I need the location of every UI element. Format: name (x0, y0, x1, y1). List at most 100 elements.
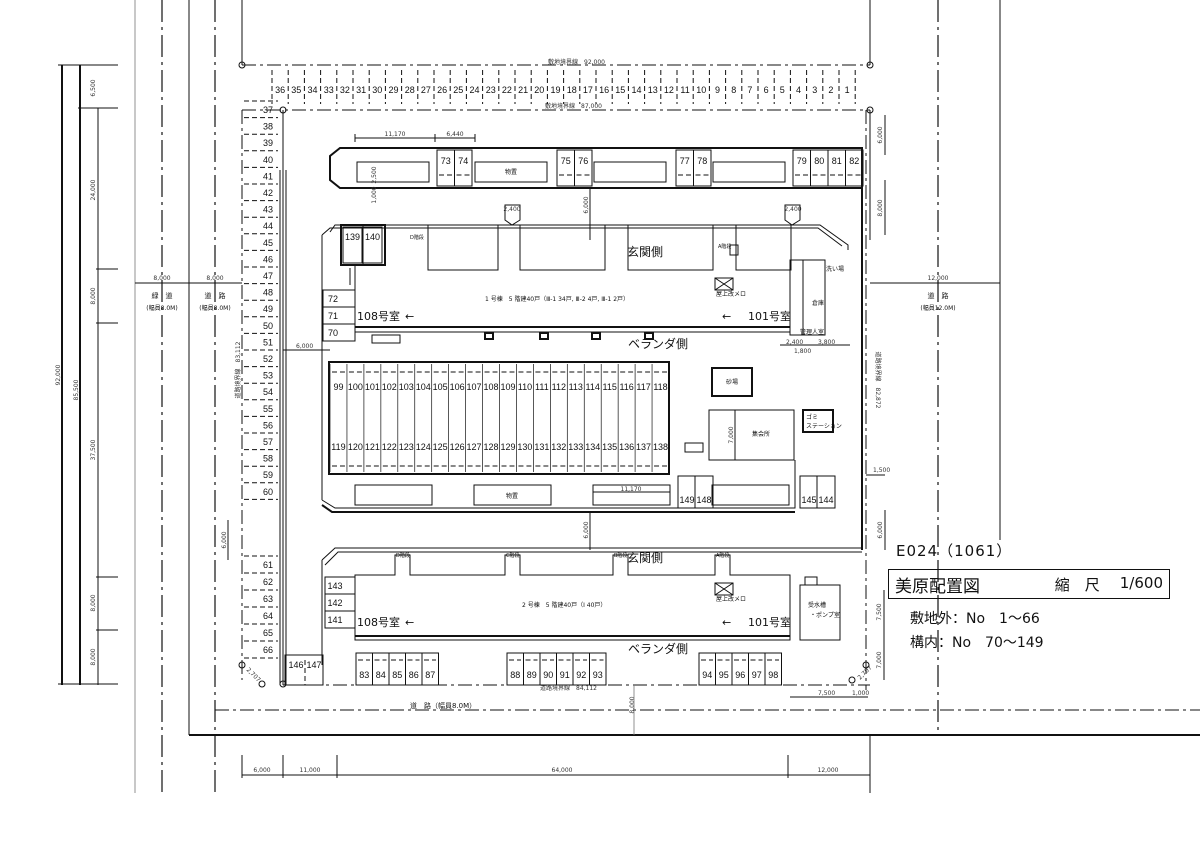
parking-space-number: 73 (441, 156, 451, 166)
parking-space-number: 26 (437, 85, 447, 95)
parking-space-number: 42 (263, 188, 273, 198)
road-label-green: 緑 道 (152, 291, 173, 300)
boundary-bottom-label: 道路境界線 84,112 (540, 684, 597, 692)
parking-space-number: 82 (849, 156, 859, 166)
top-parking-row (329, 134, 863, 189)
parking-space-number: 57 (263, 437, 273, 447)
parking-space-number: 112 (552, 382, 566, 392)
parking-space-number: 104 (416, 382, 431, 392)
dim-left-f: 8,000 (90, 648, 97, 665)
dim-left-b: 24,000 (90, 179, 97, 200)
parking-space-number: 14 (631, 85, 641, 95)
dim-3800: 3,800 (818, 339, 835, 346)
parking-space-number: 114 (586, 382, 600, 392)
parking-space-number: 58 (263, 454, 273, 464)
scale-label: 縮 尺 (1054, 575, 1100, 594)
dim-7000: 7,000 (728, 426, 735, 443)
parking-space-number: 37 (263, 105, 273, 115)
parking-space-number: 84 (376, 670, 386, 680)
parking-space-number: 138 (653, 442, 668, 452)
building2-description: 2 号棟 5 階建40戸（Ⅰ 40戸） (522, 601, 606, 609)
left-roads (134, 0, 242, 793)
parking-space-number: 102 (382, 382, 397, 392)
parking-space-number: 92 (576, 670, 586, 680)
parking-space-number: 128 (484, 442, 499, 452)
dim-2400-c: 2,400 (786, 339, 803, 346)
parking-space-number: 106 (450, 382, 465, 392)
parking-space-number: 90 (543, 670, 553, 680)
parking-space-number: 110 (518, 382, 532, 392)
parking-space-number: 144 (818, 495, 833, 505)
parking-outside-left: 3738394041424344454647484950515253545556… (244, 100, 278, 500)
legend-outside: 敷地外：No 1〜66 (910, 611, 1040, 627)
parking-space-number: 118 (653, 382, 667, 392)
parking-space-number: 28 (405, 85, 415, 95)
parking-space-number: 135 (602, 442, 617, 452)
parking-space-number: 85 (392, 670, 402, 680)
dim-left-sub: 85,500 (73, 379, 80, 400)
dim-2400-b: 2,400 (784, 206, 801, 213)
parking-space-number: 100 (348, 382, 363, 392)
site-boundary (189, 0, 1200, 793)
parking-space-number: 12 (664, 85, 674, 95)
parking-space-number: 98 (768, 670, 778, 680)
dim-6000-a: 6,000 (583, 196, 590, 213)
parking-space-number: 35 (291, 85, 301, 95)
dim-left-d: 37,500 (90, 439, 97, 460)
parking-space-number: 45 (263, 238, 273, 248)
parking-space-number: 53 (263, 371, 273, 381)
parking-space-number: 74 (458, 156, 468, 166)
dim-bottom-c: 64,000 (552, 767, 573, 774)
parking-space-number: 77 (680, 156, 690, 166)
parking-space-number: 11 (680, 85, 689, 95)
parking-space-number: 116 (619, 382, 633, 392)
road-width-right: (幅員12.0M) (920, 304, 955, 312)
parking-space-number: 134 (585, 442, 600, 452)
dim-top-11170: 11,170 (385, 131, 406, 138)
parking-space-number: 65 (263, 628, 273, 638)
parking-space-number: 119 (331, 442, 345, 452)
parking-space-number: 149 (679, 495, 694, 505)
dim-bottom-1000: 1,000 (852, 690, 869, 697)
parking-space-number: 56 (263, 420, 273, 430)
parking-space-number: 76 (578, 156, 588, 166)
parking-space-number: 31 (356, 85, 366, 95)
left-dimension-chain (58, 64, 118, 685)
arrow-left-right: ← (722, 310, 731, 323)
dim-2400-a: 2,400 (503, 206, 520, 213)
boundary-top-inner-label: 敷地境界線 87,000 (545, 102, 602, 110)
parking-space-number: 66 (263, 645, 273, 655)
parking-space-number: 137 (636, 442, 651, 452)
parking-space-number: 59 (263, 470, 273, 480)
building1-roof-access: 屋上改メロ (716, 290, 746, 298)
scale-value: 1/600 (1119, 573, 1163, 592)
dim-1000: 1,000 (371, 186, 378, 203)
parking-space-number: 50 (263, 321, 273, 331)
road-label-left: 道 路 (205, 291, 226, 300)
parking-space-number: 10 (696, 85, 706, 95)
sandbox-label: 砂場 (726, 378, 738, 386)
parking-space-number: 122 (382, 442, 397, 452)
garbage-station-label-2: ステーション (806, 423, 842, 430)
dim-left-e: 8,000 (90, 594, 97, 611)
dim-right-6000: 6,000 (877, 126, 884, 143)
building-2 (284, 547, 862, 686)
wash-area-label: 洗い場 (826, 265, 844, 273)
dim-right-7000: 7,000 (876, 651, 883, 668)
drawing-title: 美原配置図 (895, 576, 980, 597)
building2-roof-access: 屋上改メロ (716, 595, 746, 603)
meeting-hall-label: 集会所 (752, 430, 770, 438)
legend: 敷地外：No 1〜66 構内：No 70〜149 (910, 607, 1188, 655)
dim-left-c: 8,000 (90, 287, 97, 304)
parking-space-number: 139 (345, 232, 360, 242)
parking-space-number: 126 (450, 442, 465, 452)
parking-space-number: 115 (602, 382, 616, 392)
parking-space-number: 111 (535, 382, 549, 392)
parking-space-number: 95 (719, 670, 729, 680)
dim-bottom-a: 6,000 (253, 767, 270, 774)
parking-space-number: 93 (593, 670, 603, 680)
parking-space-number: 24 (469, 85, 479, 95)
parking-space-number: 20 (534, 85, 544, 95)
